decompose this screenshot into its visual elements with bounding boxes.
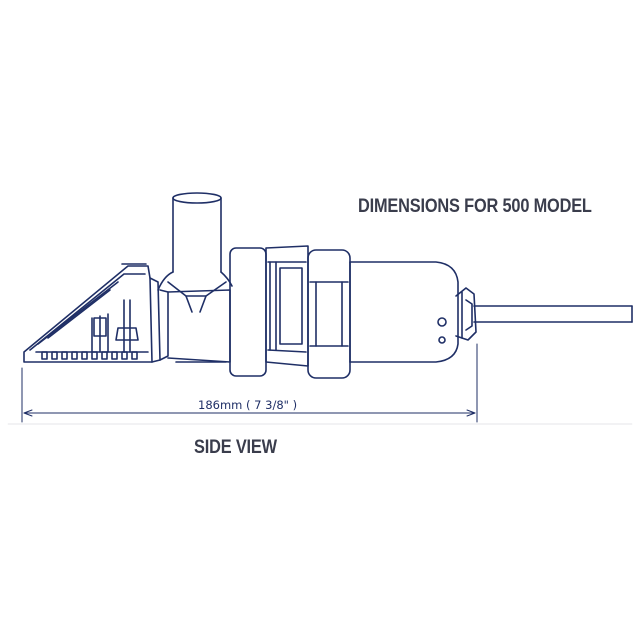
power-cable bbox=[473, 305, 633, 323]
pump-housing bbox=[149, 277, 231, 363]
diagram-title: DIMENSIONS FOR 500 MODEL bbox=[358, 196, 592, 217]
cable-strain-relief bbox=[437, 287, 477, 344]
motor-housing bbox=[349, 261, 459, 363]
locking-band bbox=[307, 249, 351, 379]
view-caption: SIDE VIEW bbox=[194, 437, 277, 458]
strainer-base bbox=[23, 263, 153, 363]
coupling-collar bbox=[229, 245, 309, 377]
dimension-line bbox=[21, 343, 478, 423]
outlet-pipe bbox=[157, 192, 233, 313]
dimension-label: 186mm ( 7 3/8" ) bbox=[198, 398, 298, 412]
